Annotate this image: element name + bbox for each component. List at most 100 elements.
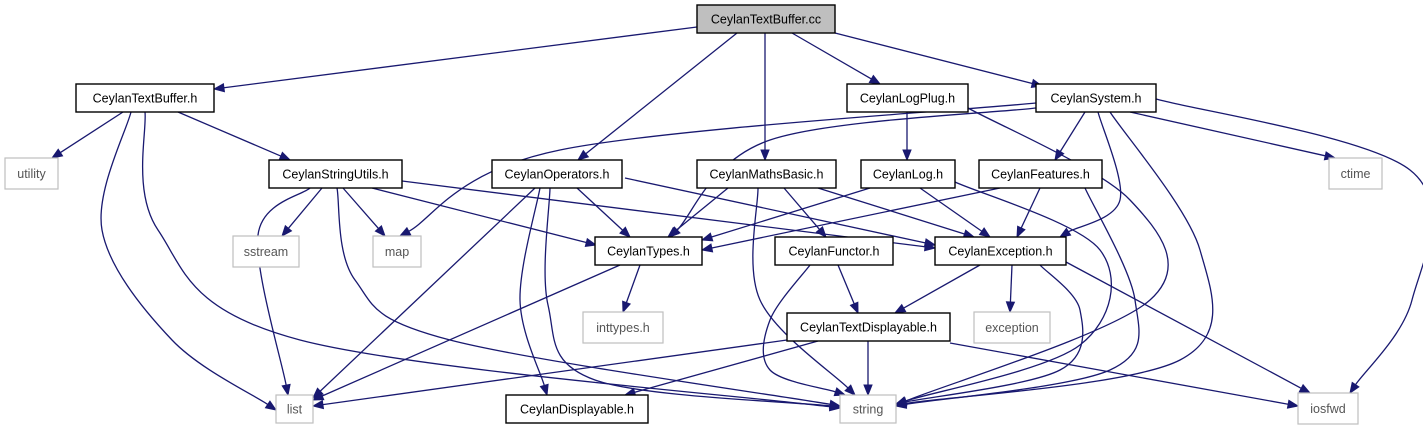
node-box [582,311,664,344]
node-ceylanstringutils-h[interactable]: CeylanStringUtils.h [268,159,403,189]
node-box [1297,392,1359,425]
edge-arrowhead [278,151,292,161]
edge-line [905,181,1113,402]
node-ceylanoperators-h[interactable]: CeylanOperators.h [491,159,623,189]
node-ceylanexception-h[interactable]: CeylanException.h [934,236,1067,266]
node-ceylanfunctor-h[interactable]: CeylanFunctor.h [774,236,894,266]
node-label: ctime [1341,167,1371,181]
edge-line [371,187,587,244]
edge-arrowhead [863,384,873,397]
node-label: CeylanOperators.h [505,168,610,182]
node-label: CeylanTextBuffer.h [93,92,198,106]
edge-line [837,264,855,305]
edge-CeylanException_h-to-exception [1005,264,1016,314]
node-ceylantextdisplayable-h[interactable]: CeylanTextDisplayable.h [786,312,951,342]
edge-line [177,111,282,157]
edge-CeylanTextBuffer_cc-to-CeylanOperators_h [576,32,738,161]
edge-CeylanTextBuffer_h-to-CeylanStringUtils_h [177,111,292,161]
edge-line [287,187,323,229]
edge-arrowhead [849,301,859,315]
edge-arrowhead [619,226,631,238]
edge-CeylanTextDisplayable_h-to-iosfwd [949,342,1300,409]
edge-line [752,187,849,389]
edges-layer [50,26,1423,412]
node-box [786,312,951,342]
node-ceylanlog-h[interactable]: CeylanLog.h [860,159,956,189]
edge-arrowhead [669,226,681,238]
edge-arrowhead [398,226,412,237]
edge-arrowhead [311,399,325,410]
node-label: sstream [244,245,288,259]
edge-line [1009,264,1013,303]
edge-line [904,107,1169,402]
node-ceylanmathsbasic-h[interactable]: CeylanMathsBasic.h [696,159,837,189]
edge-arrowhead [584,237,598,248]
edge-arrowhead [1054,148,1065,162]
edge-CeylanLog_h-to-CeylanTypes_h [700,187,871,242]
node-inttypes-h: inttypes.h [582,311,664,344]
edge-CeylanSystem_h-to-iosfwd [1155,98,1423,395]
node-ceylantextbuffer-h[interactable]: CeylanTextBuffer.h [75,83,215,113]
edge-CeylanSystem_h-to-CeylanTypes_h [669,107,1037,238]
node-ceylantypes-h[interactable]: CeylanTypes.h [594,236,703,266]
edge-line [676,107,1037,231]
node-list: list [275,394,314,424]
node-label: CeylanStringUtils.h [282,168,388,182]
edge-arrowhead [923,238,937,248]
node-box [268,159,403,189]
edge-line [905,187,1140,405]
edge-line [919,187,983,232]
node-map: map [372,235,422,268]
edge-arrowhead [760,149,770,162]
edge-line [322,339,788,406]
edge-CeylanTextBuffer_cc-to-CeylanLogPlug_h [791,32,882,85]
edge-CeylanException_h-to-iosfwd [1065,261,1312,394]
edge-arrowhead [1349,381,1360,395]
edge-arrowhead [1298,383,1312,394]
edge-CeylanTextBuffer_cc-to-CeylanMathsBasic_h [760,33,770,162]
node-label: CeylanTypes.h [607,245,690,259]
edge-arrowhead [212,82,226,93]
edge-arrowhead [829,401,842,411]
edge-CeylanException_h-to-CeylanTextDisplayable_h [893,264,981,314]
edge-arrowhead [622,300,632,314]
edge-line [834,32,1033,85]
node-box [505,394,649,424]
edge-arrowhead [902,149,912,162]
node-label: list [287,403,303,417]
edge-arrowhead [700,232,714,242]
node-label: CeylanTextBuffer.cc [711,13,821,27]
edge-line [791,32,872,80]
edge-line [319,187,536,392]
edge-arrowhead [815,225,827,239]
node-ceylansystem-h[interactable]: CeylanSystem.h [1035,83,1157,113]
node-box [275,394,314,424]
edge-line [544,187,831,407]
edge-arrowhead [1286,399,1300,409]
node-label: CeylanSystem.h [1050,92,1141,106]
node-utility: utility [4,157,59,190]
edge-CeylanOperators_h-to-CeylanDisplayable_h [519,187,549,397]
edge-line [903,264,981,309]
node-ceylantextbuffer-cc[interactable]: CeylanTextBuffer.cc [696,4,836,34]
edge-CeylanFunctor_h-to-CeylanTextDisplayable_h [837,264,859,315]
edge-CeylanStringUtils_h-to-list [256,187,311,397]
edge-line [762,264,836,393]
node-ceylanlogplug-h[interactable]: CeylanLogPlug.h [846,83,969,113]
node-box [232,235,300,268]
node-ceylanfeatures-h[interactable]: CeylanFeatures.h [978,159,1103,189]
edge-arrowhead [844,384,856,396]
node-box [839,394,897,424]
node-label: iosfwd [1310,402,1345,416]
edge-CeylanMathsBasic_h-to-CeylanException_h [817,187,976,239]
node-box [774,236,894,266]
node-sstream: sstream [232,235,300,268]
edge-arrowhead [893,303,907,314]
edge-CeylanStringUtils_h-to-sstream [281,187,323,238]
node-box [4,157,59,190]
edge-line [1059,111,1086,152]
edge-CeylanFeatures_h-to-CeylanException_h [1016,187,1041,239]
edge-line [519,187,545,386]
node-ceylandisplayable-h[interactable]: CeylanDisplayable.h [505,394,649,424]
node-label: CeylanLog.h [873,168,943,182]
